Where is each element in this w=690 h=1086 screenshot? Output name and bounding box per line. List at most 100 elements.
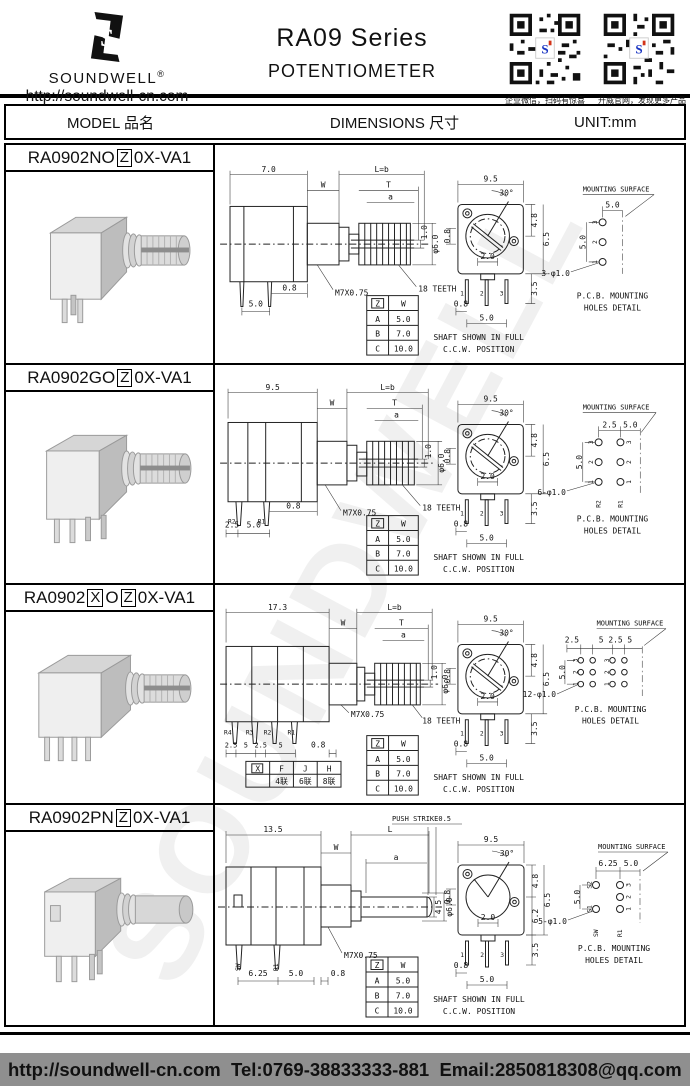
hole-spec-label: 5-φ1.0: [538, 917, 567, 926]
table-cell: 6联: [299, 777, 312, 786]
model-text: 0X-VA1: [134, 367, 192, 387]
table-cell: J: [303, 764, 308, 773]
pin-label: R1: [273, 963, 280, 971]
dim-label: L: [388, 825, 393, 834]
table-cell: 7.0: [396, 550, 411, 559]
note-text: C.C.W. POSITION: [443, 565, 515, 574]
table-cell: B: [375, 992, 380, 1001]
dim-label: 4.5: [434, 900, 443, 915]
table-cell: A: [375, 535, 380, 544]
dim-label: φ6.0: [431, 234, 440, 253]
table-cell: 7.0: [396, 770, 411, 779]
mounting-surface-label: MOUNTING SURFACE: [583, 186, 650, 194]
registered-mark: ®: [157, 69, 166, 79]
table-cell: 10.0: [394, 345, 413, 354]
footer-divider: [0, 1032, 690, 1035]
table-cell: Z: [375, 961, 380, 970]
product-photo: [48, 215, 190, 323]
dimensions-cell: 17.3 L=b W T a 1.0 φ6.0 M7X0.75 18 TEETH…: [215, 585, 684, 803]
pin-number: 3: [604, 658, 611, 662]
dimension-drawing: 7.0 L=b W T a 1.0 φ6.0 M7X0.75 18 TEETH …: [220, 165, 655, 356]
header-divider: [0, 94, 690, 98]
dim-label: 30°: [499, 189, 513, 198]
dim-label: 3.5: [530, 501, 539, 516]
dim-label: 5.0: [623, 420, 638, 429]
dim-label: 4.8: [531, 874, 540, 889]
dim-label: 1.0: [420, 225, 429, 240]
dim-label: 2.0: [481, 692, 496, 701]
dim-label: 0.8: [454, 520, 469, 529]
dim-label: 5.0: [605, 200, 620, 209]
pin-number: 2: [626, 895, 633, 899]
pin-number: 1: [460, 291, 464, 298]
table-cell: A: [375, 315, 380, 324]
title-block: RA09 Series POTENTIOMETER: [200, 8, 504, 82]
boxed-code: Z: [115, 808, 131, 827]
pin-label: SW: [235, 963, 242, 971]
dim-label: 0.8: [311, 741, 326, 750]
dim-label: 9.5: [483, 175, 498, 184]
dim-label: 5: [278, 742, 282, 750]
table-cell: C: [375, 565, 380, 574]
footer-contact-text: http://soundwell-cn.com Tel:0769-3883333…: [8, 1058, 682, 1080]
pin-number: 1: [626, 907, 633, 911]
dim-label: 2.0: [481, 472, 496, 481]
dim-label: 2.5: [225, 742, 238, 750]
dim-label: 3.5: [530, 721, 539, 736]
pin-label: S2: [587, 881, 594, 889]
table-cell: Z: [375, 300, 380, 309]
pin-number: 1: [572, 682, 579, 686]
shaft-position-note: SHAFT SHOWN IN FULL C.C.W. POSITION: [434, 333, 525, 354]
dim-label: 0.8: [443, 890, 452, 905]
shaft-position-note: SHAFT SHOWN IN FULL C.C.W. POSITION: [434, 553, 525, 574]
pin-number: 2: [572, 670, 579, 674]
dim-label: 5 2.5 5: [599, 635, 633, 644]
dim-label: 5.0: [289, 969, 304, 978]
pin-label: R2: [228, 519, 236, 526]
dim-label: 0.8: [454, 961, 469, 970]
hole-spec-label: 12-φ1.0: [523, 690, 557, 699]
dim-label: 5: [244, 742, 248, 750]
pin-label: S1: [587, 905, 594, 913]
table-cell: W: [401, 961, 406, 970]
mounting-surface-label: MOUNTING SURFACE: [583, 404, 650, 412]
front-view: 9.5 30° 0.8 4.8 6.5 3.5 2.0 0.8 5.0 1 2 …: [443, 395, 551, 548]
column-header-dimensions: DIMENSIONS 尺寸: [329, 114, 460, 132]
table-cell: 8联: [323, 777, 336, 786]
pin-number: 3: [592, 220, 599, 224]
pin-number: 2: [592, 240, 599, 244]
table-cell: 5.0: [396, 315, 411, 324]
mounting-surface-label: MOUNTING SURFACE: [598, 843, 665, 851]
brand-text: SOUNDWELL: [48, 70, 158, 87]
table-cell: Z: [375, 740, 380, 749]
dim-label: 9.5: [483, 395, 498, 404]
pcb-holes-detail: MOUNTING SURFACE 2.5 5 2.5 5 5.0 12-φ1.0…: [523, 620, 667, 726]
qr-code-website: S: [600, 10, 678, 88]
pin-label: R2: [264, 730, 272, 737]
dim-label: 2.0: [481, 913, 496, 922]
dim-label: 2.5: [254, 742, 267, 750]
dim-label: 5.0: [579, 235, 588, 250]
table-cell: W: [401, 740, 406, 749]
dim-label: 6.5: [542, 232, 551, 247]
dim-label: 2.5: [602, 420, 617, 429]
dim-label: 0.8: [443, 449, 452, 464]
dim-label: a: [388, 193, 393, 202]
pcb-holes-detail: MOUNTING SURFACE 5.0 5.0 3-φ1.0 3 2 1 P.…: [541, 186, 655, 312]
dim-label: 2.0: [481, 252, 496, 261]
note-text: SHAFT SHOWN IN FULL: [433, 995, 525, 1004]
zw-option-table: Z W A 5.0 B 7.0 C 10.0: [365, 956, 419, 1018]
dim-label: 30°: [500, 849, 514, 858]
hole-spec-label: 3-φ1.0: [541, 269, 570, 278]
dim-label: 0.8: [331, 969, 346, 978]
dim-label: 5.0: [249, 300, 264, 309]
dim-label: W: [330, 399, 335, 408]
pin-number: 2: [588, 460, 595, 464]
dim-label: a: [394, 853, 399, 862]
pin-label: R1: [287, 730, 295, 737]
